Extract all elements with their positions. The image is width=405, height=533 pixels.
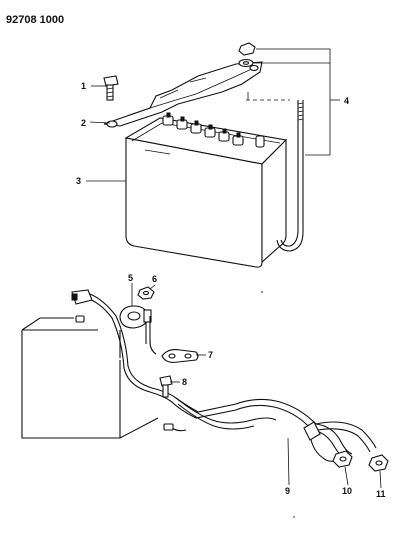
callout-6: 6 [152, 274, 157, 284]
cable-nut [332, 450, 353, 468]
ground-bolt [159, 375, 173, 398]
battery-terminal-post [255, 135, 265, 148]
battery-terminal-clamp [71, 289, 157, 355]
callout-2: 2 [81, 118, 86, 128]
callout-10: 10 [342, 486, 352, 496]
speck-mark [293, 516, 295, 518]
battery-cell-caps [162, 112, 244, 146]
callout-1: 1 [81, 81, 86, 91]
battery [124, 112, 288, 268]
hold-down-nut-and-washer [238, 42, 256, 68]
callout-5: 5 [128, 273, 133, 283]
callout-3: 3 [76, 176, 81, 186]
cable-clamp [161, 349, 199, 363]
callout-8: 8 [182, 377, 187, 387]
callout-7: 7 [208, 350, 213, 360]
callout-11: 11 [376, 489, 386, 499]
hold-down-j-rod [276, 100, 304, 252]
battery-outline-lower [21, 315, 159, 439]
callout-9: 9 [285, 486, 290, 496]
bracket-bolt [103, 75, 119, 101]
hold-down-bracket [103, 61, 263, 128]
diagram-code: 92708 1000 [6, 14, 64, 26]
callout-labels: 1 2 3 4 5 6 7 8 9 10 11 [76, 81, 386, 499]
cable-terminal-nut [368, 454, 389, 472]
speck-mark [261, 291, 263, 293]
battery-cable-assembly [21, 286, 389, 472]
callout-4: 4 [344, 96, 349, 106]
callout-leaders [86, 48, 382, 489]
battery-hold-down-assembly [103, 42, 304, 268]
terminal-nut [137, 286, 155, 300]
